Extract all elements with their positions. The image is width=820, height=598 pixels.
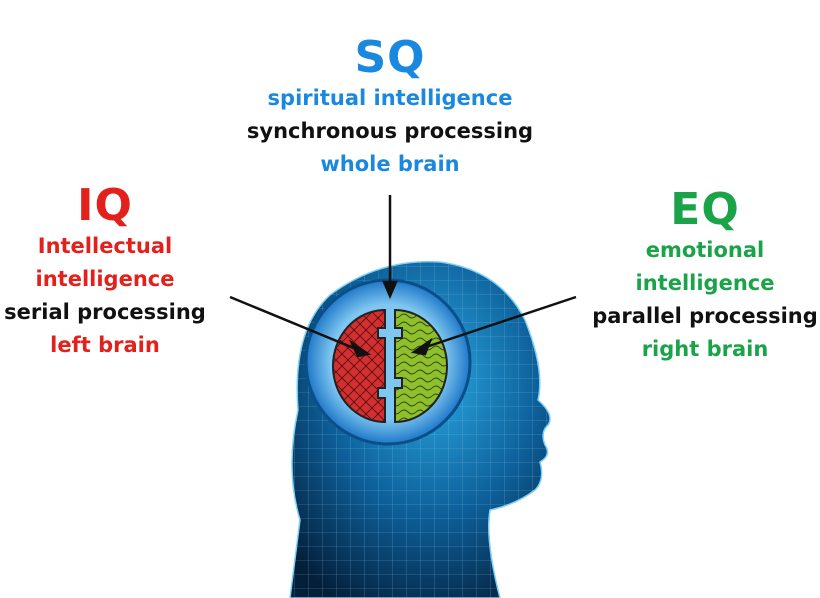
sq-line-1: spiritual intelligence — [267, 86, 513, 110]
iq-arrow — [229, 295, 357, 351]
sq-arrowhead — [382, 280, 398, 300]
iq-line-1: Intellectual — [37, 234, 173, 258]
iq-line-3: serial processing — [4, 300, 206, 324]
eq-line-1: emotional — [645, 238, 765, 262]
iq-heading: IQ — [77, 180, 133, 231]
sq-line-3: whole brain — [320, 152, 460, 176]
iq-arrowhead — [348, 339, 372, 358]
eq-heading: EQ — [670, 184, 740, 235]
eq-arrow — [425, 295, 577, 349]
iq-line-4: left brain — [50, 333, 160, 357]
eq-arrowhead — [410, 337, 433, 356]
eq-line-4: right brain — [641, 337, 769, 361]
iq-label-group: IQ Intellectual intelligence serial proc… — [0, 182, 210, 362]
iq-line-2: intelligence — [35, 267, 175, 291]
sq-line-2: synchronous processing — [246, 119, 534, 143]
left-hemisphere — [332, 308, 386, 424]
eq-line-2: intelligence — [635, 271, 775, 295]
sq-heading: SQ — [354, 32, 426, 83]
right-hemisphere — [394, 308, 448, 424]
arrows — [229, 195, 577, 358]
sq-label-group: SQ spiritual intelligence synchronous pr… — [230, 34, 550, 181]
eq-label-group: EQ emotional intelligence parallel proce… — [590, 186, 820, 366]
eq-line-3: parallel processing — [592, 304, 818, 328]
